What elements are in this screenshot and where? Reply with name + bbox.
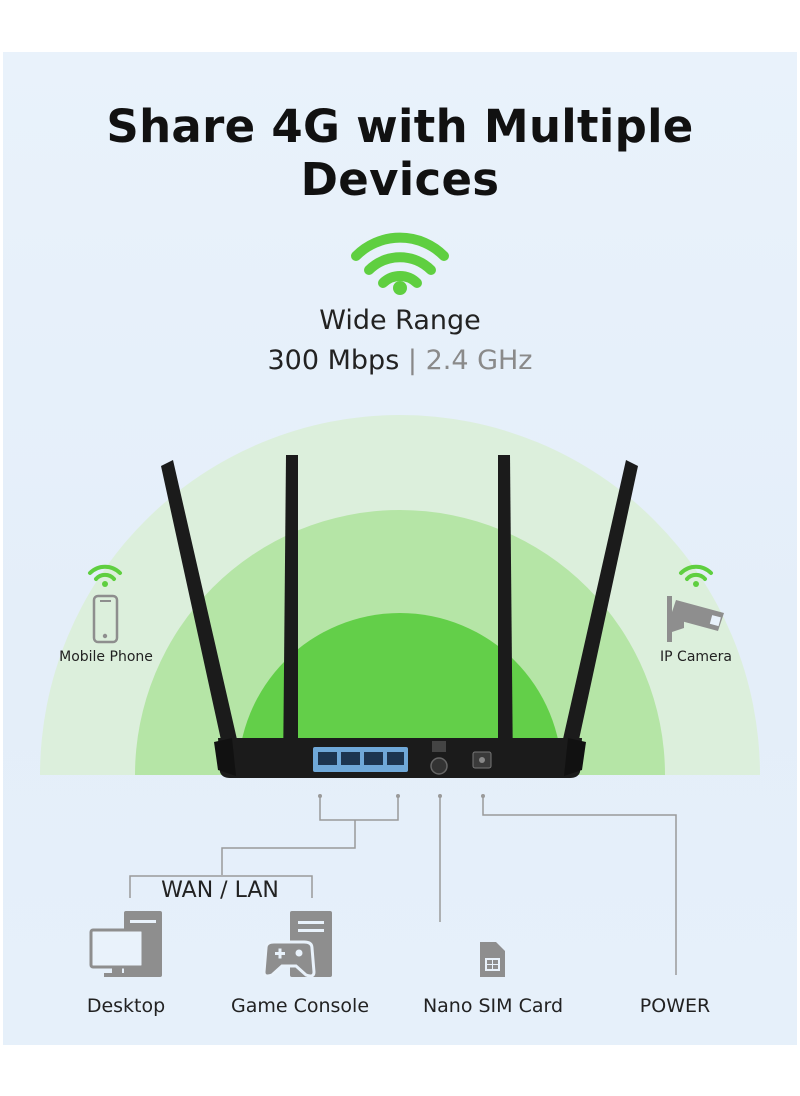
mobile-phone-label: Mobile Phone (59, 649, 153, 665)
speed-separator: | (407, 345, 417, 376)
connector-lines (129, 795, 677, 975)
antenna-3 (498, 455, 513, 775)
wifi-frequency: 2.4 GHz (425, 345, 533, 376)
nano-sim-label: Nano SIM Card (422, 995, 564, 1017)
antenna-2 (283, 455, 298, 775)
game-console-icon (262, 911, 332, 978)
mobile-wifi-icon (88, 564, 122, 581)
nano-sim-icon (480, 942, 505, 977)
power-label: POWER (639, 995, 711, 1017)
antenna-1 (161, 460, 244, 772)
mobile-wifi-dot (102, 581, 108, 587)
wifi-range-title: Wide Range (319, 305, 481, 336)
wan-lan-label: WAN / LAN (161, 878, 279, 903)
power-port-pin (479, 757, 485, 763)
camera-wifi-icon (679, 564, 713, 581)
wifi-icon (351, 232, 449, 288)
connector-dots (318, 794, 485, 798)
wifi-icon-dot (393, 281, 407, 295)
sim-slot (432, 741, 446, 752)
mobile-phone-icon (92, 594, 119, 644)
ethernet-port-slots (318, 752, 404, 765)
desktop-label: Desktop (86, 995, 166, 1017)
antenna-4 (556, 460, 638, 772)
wifi-speed: 300 Mbps (267, 345, 400, 376)
desktop-icon (89, 911, 162, 977)
reset-button (430, 757, 448, 775)
page-title: Share 4G with Multiple Devices (106, 100, 694, 206)
ip-camera-label: IP Camera (660, 649, 732, 665)
ip-camera-icon (667, 596, 724, 642)
wifi-speed-line: 300 Mbps | 2.4 GHz (0, 345, 800, 376)
range-inner-arc (238, 613, 562, 775)
router-antennas (161, 455, 638, 775)
router-left-foot (214, 738, 236, 776)
router-right-foot (564, 738, 586, 776)
camera-wifi-dot (693, 581, 699, 587)
game-console-label: Game Console (230, 995, 370, 1017)
